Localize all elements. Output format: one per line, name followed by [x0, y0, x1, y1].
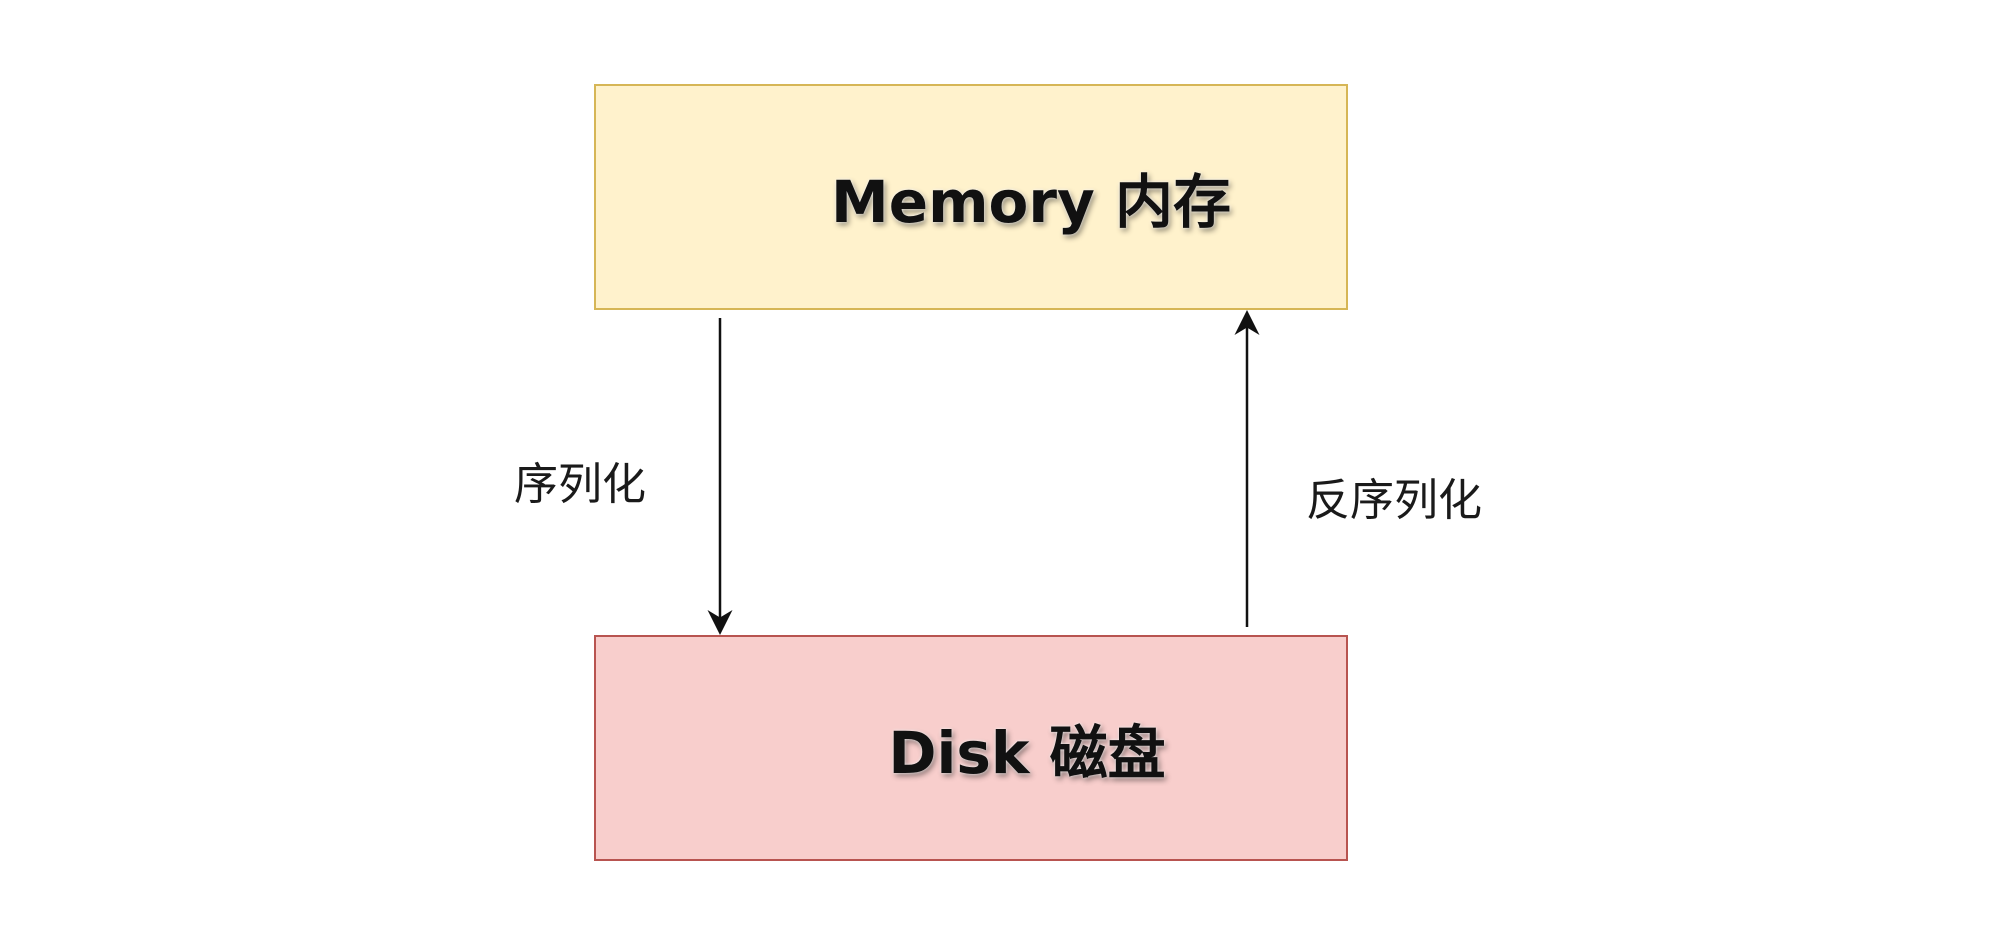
disk-node-label: Disk 磁盘	[888, 719, 1166, 787]
memory-node: Memory 内存	[594, 84, 1348, 310]
deserialize-edge-label: 反序列化	[1306, 475, 1482, 526]
memory-node-label: Memory 内存	[831, 168, 1231, 236]
serialize-edge-label: 序列化	[514, 459, 646, 510]
disk-node: Disk 磁盘	[594, 635, 1348, 861]
